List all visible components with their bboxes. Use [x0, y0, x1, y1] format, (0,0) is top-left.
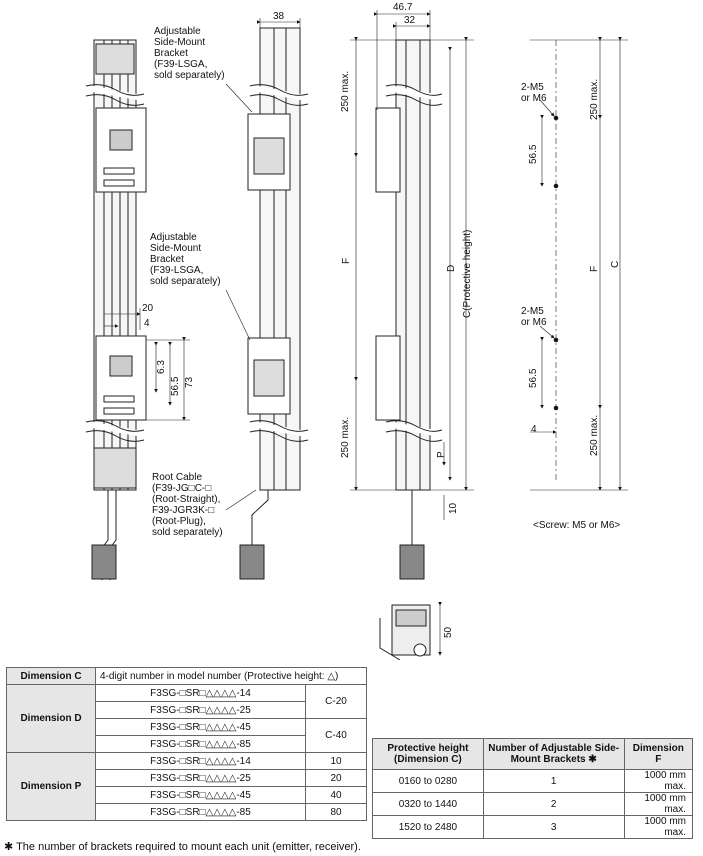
table-cell: 0160 to 0280 — [372, 769, 484, 793]
dim-p: P — [436, 451, 447, 458]
dim-f-holes: F — [589, 265, 600, 272]
dim-6-3: 6.3 — [156, 360, 167, 374]
table-cell: 1000 mm max. — [623, 815, 694, 839]
callout-line: (F39-JG□C-□ — [152, 483, 212, 494]
table-cell: F3SG-□SR□△△△△-85 — [95, 735, 306, 753]
footnote: ✱ The number of brackets required to mou… — [4, 841, 361, 853]
callout-line: or M6 — [521, 93, 547, 104]
dim-f: F — [341, 257, 352, 264]
table-row: Protective height (Dimension C) Number o… — [372, 738, 694, 770]
dim-250-bottom: 250 max. — [340, 416, 351, 458]
callout-line: 2-M5 — [521, 82, 544, 93]
dim-10: 10 — [448, 502, 459, 514]
callout-line: (F39-LSGA, — [154, 59, 208, 70]
callout-line: Bracket — [154, 48, 188, 59]
callout-line: (F39-LSGA, — [150, 265, 204, 276]
table-row: Dimension P F3SG-□SR□△△△△-14 10 — [6, 752, 367, 821]
callout-line: sold separately) — [150, 276, 221, 287]
callout-screw-top: 2-M5 or M6 — [521, 82, 547, 104]
table-cell: 3 — [482, 815, 625, 839]
callout-line: Root Cable — [152, 472, 203, 483]
dim-56-5-bottom: 56.5 — [528, 368, 539, 388]
callout-line: sold separately) — [154, 70, 225, 81]
table-cell: 80 — [305, 803, 367, 821]
callout-line: sold separately) — [152, 527, 223, 538]
table-cell: F3SG-□SR□△△△△-14 — [95, 752, 306, 770]
bottom-view — [379, 602, 442, 660]
table-cell: 1000 mm max. — [623, 769, 694, 793]
table-cell: F3SG-□SR□△△△△-25 — [95, 769, 306, 787]
dim-4: 4 — [144, 318, 150, 329]
dim-250-holes-top: 250 max. — [589, 78, 600, 120]
table-cell: 40 — [305, 786, 367, 804]
dim-32: 32 — [404, 15, 416, 26]
table-row: 0320 to 1440 2 1000 mm max. — [372, 792, 694, 816]
dim-46-7: 46.7 — [393, 2, 413, 13]
dim-56-5-top: 56.5 — [528, 144, 539, 164]
table-cell: 0320 to 1440 — [372, 792, 484, 816]
table-cell: 20 — [305, 769, 367, 787]
callout-line: Side-Mount — [150, 243, 202, 254]
callout-line: (Root-Straight), — [152, 494, 221, 505]
table-header: Number of Adjustable Side-Mount Brackets… — [482, 738, 625, 770]
table-cell: 4-digit number in model number (Protecti… — [95, 667, 367, 685]
table-row: Dimension C 4-digit number in model numb… — [6, 667, 367, 685]
dim-4-holes: 4 — [531, 424, 537, 435]
table-cell: 10 — [305, 752, 367, 770]
table-cell: F3SG-□SR□△△△△-25 — [95, 701, 306, 719]
dim-250-top: 250 max. — [340, 70, 351, 112]
table-cell: F3SG-□SR□△△△△-85 — [95, 803, 306, 821]
table-cell: F3SG-□SR□△△△△-45 — [95, 786, 306, 804]
dim-20: 20 — [142, 303, 154, 314]
table-cell: 1000 mm max. — [623, 792, 694, 816]
table-row: F3SG-□SR□△△△△-45 C-40 — [7, 718, 367, 753]
dimension-drawing — [85, 10, 628, 660]
callout-line: Bracket — [150, 254, 184, 265]
side-view — [239, 18, 309, 580]
callout-bracket-mid: Adjustable Side-Mount Bracket (F39-LSGA,… — [150, 232, 221, 287]
callout-line: Adjustable — [150, 232, 197, 243]
table-header: Dimension D — [6, 684, 96, 753]
table-cell: C-40 — [305, 718, 367, 753]
dim-73: 73 — [184, 376, 195, 388]
table-header: Dimension F — [623, 738, 694, 770]
callout-line: F39-JGR3K-□ — [152, 505, 215, 516]
dim-50: 50 — [443, 626, 454, 638]
table-cell: 1 — [482, 769, 625, 793]
table-row: F3SG-□SR□△△△△-25 20 — [7, 769, 367, 787]
dim-c-protective: C(Protective height) — [462, 229, 473, 318]
table-header: Dimension C — [6, 667, 96, 685]
callout-line: (Root-Plug), — [152, 516, 206, 527]
hole-view — [530, 37, 628, 491]
dim-56-5-bracket: 56.5 — [170, 376, 181, 396]
front-view — [85, 39, 190, 580]
dim-38: 38 — [273, 11, 285, 22]
table-row: 0160 to 0280 1 1000 mm max. — [372, 769, 694, 793]
dim-c: C — [610, 260, 621, 268]
table-header: Dimension P — [6, 752, 96, 821]
table-cell: C-20 — [305, 684, 367, 719]
table-header: Protective height (Dimension C) — [372, 738, 484, 770]
table-cell: 1520 to 2480 — [372, 815, 484, 839]
dimension-table: Dimension C 4-digit number in model numb… — [6, 667, 367, 821]
callout-screw-bottom: 2-M5 or M6 — [521, 306, 547, 328]
dim-d: D — [446, 264, 457, 272]
table-cell: 2 — [482, 792, 625, 816]
callout-bracket-top: Adjustable Side-Mount Bracket (F39-LSGA,… — [154, 26, 225, 81]
callout-line: or M6 — [521, 317, 547, 328]
table-cell: F3SG-□SR□△△△△-14 — [95, 684, 306, 702]
height-view — [350, 10, 474, 580]
table-row: F3SG-□SR□△△△△-85 80 — [7, 803, 367, 821]
callout-line: Adjustable — [154, 26, 201, 37]
callout-line: Side-Mount — [154, 37, 206, 48]
table-cell: F3SG-□SR□△△△△-45 — [95, 718, 306, 736]
table-row: 1520 to 2480 3 1000 mm max. — [372, 815, 694, 839]
table-row: Dimension D F3SG-□SR□△△△△-14 C-20 — [6, 684, 367, 753]
callout-line: 2-M5 — [521, 306, 544, 317]
callout-root-cable: Root Cable (F39-JG□C-□ (Root-Straight), … — [152, 472, 223, 538]
dim-250-holes-bottom: 250 max. — [589, 414, 600, 456]
bracket-table: Protective height (Dimension C) Number o… — [372, 738, 694, 839]
screw-note: <Screw: M5 or M6> — [533, 520, 621, 531]
